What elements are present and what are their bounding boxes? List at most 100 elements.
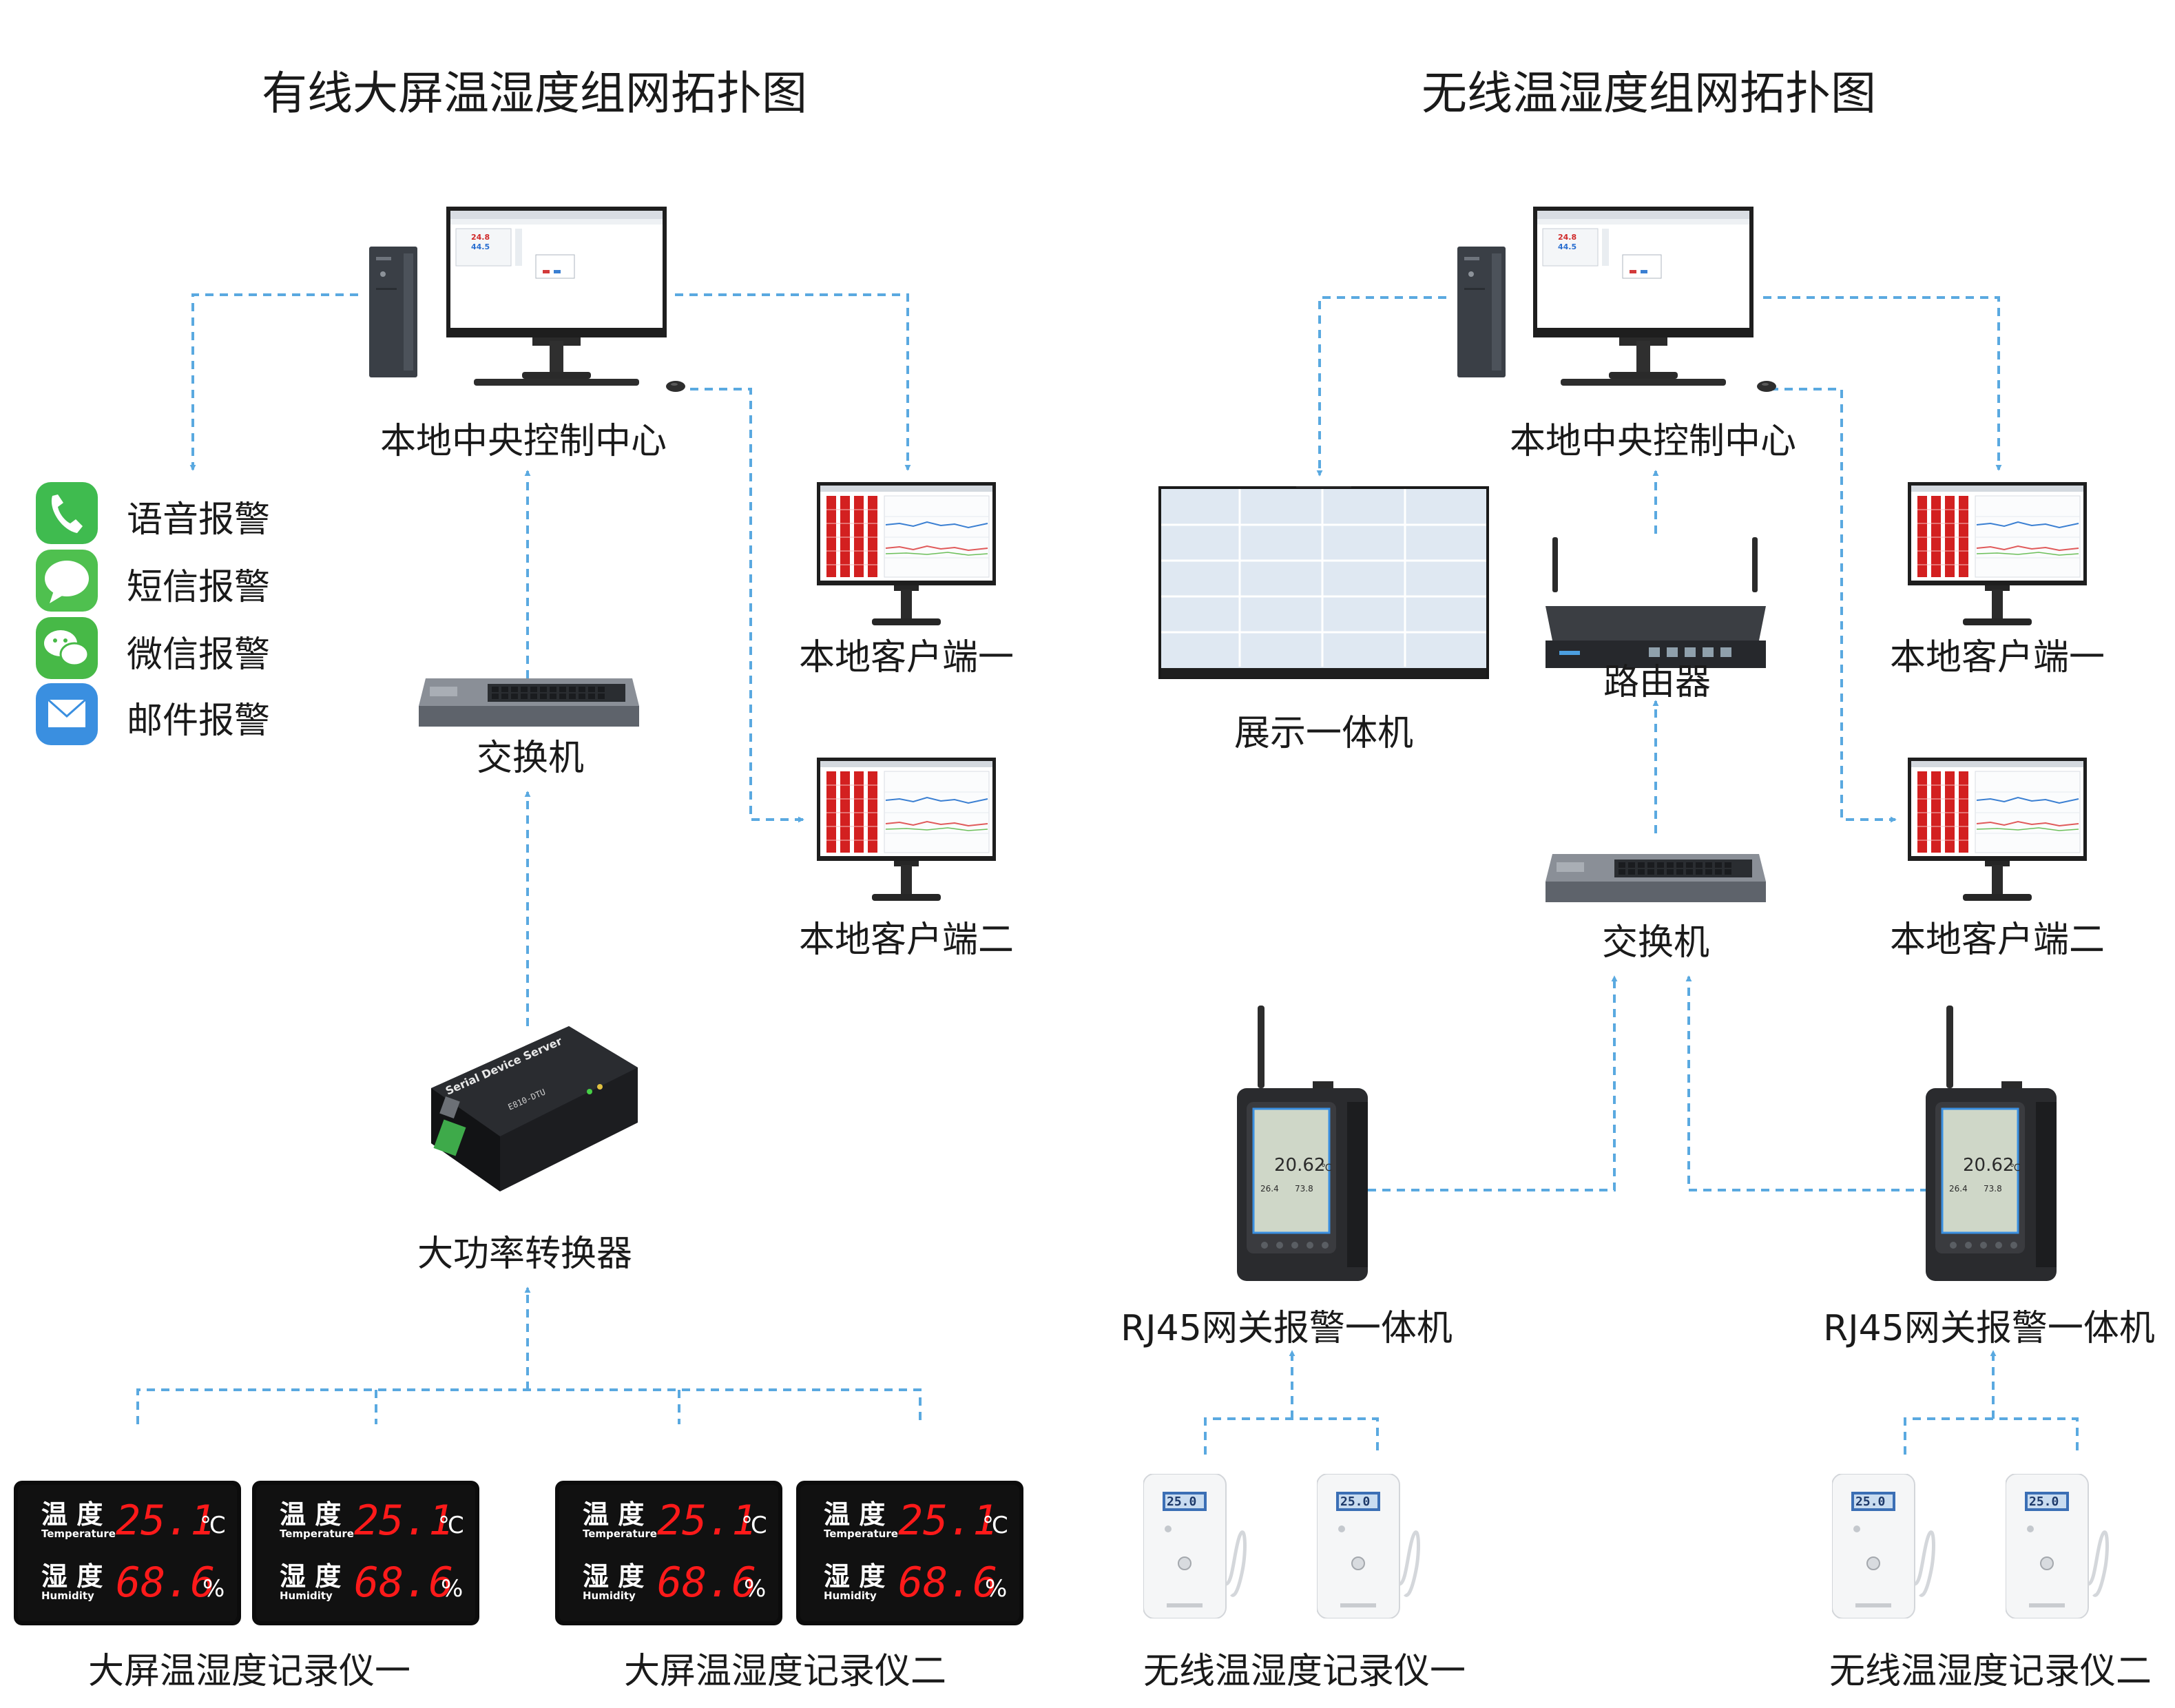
wechat-icon bbox=[36, 617, 98, 679]
label-gateway-2: RJ45网关报警一体机 bbox=[1823, 1308, 2155, 1349]
svg-text:25.1: 25.1 bbox=[657, 1497, 757, 1545]
gateway-device-2: 20.62 ℃ 26.4 73.8 bbox=[1926, 1006, 2058, 1282]
svg-text:25.0: 25.0 bbox=[2029, 1494, 2059, 1509]
svg-text:温 度: 温 度 bbox=[41, 1499, 103, 1530]
svg-text:Temperature: Temperature bbox=[824, 1528, 898, 1540]
wireless-sensor: 25.0 bbox=[1143, 1474, 1245, 1618]
svg-text:温 度: 温 度 bbox=[824, 1499, 885, 1530]
led-recorder: 温 度 Temperature 25.1 ℃ 湿 度 Humidity 68.6… bbox=[796, 1481, 1023, 1625]
svg-text:℃: ℃ bbox=[1321, 1163, 1332, 1174]
label-wechat-alarm: 微信报警 bbox=[127, 634, 271, 676]
svg-text:68.6: 68.6 bbox=[898, 1559, 998, 1607]
svg-text:℃: ℃ bbox=[741, 1512, 767, 1539]
label-converter: 大功率转换器 bbox=[417, 1233, 633, 1275]
label-w-client-1: 本地客户端一 bbox=[1889, 637, 2105, 678]
svg-text:湿 度: 湿 度 bbox=[280, 1561, 341, 1592]
label-switch-wireless: 交换机 bbox=[1601, 922, 1710, 964]
title-wired: 有线大屏温湿度组网拓扑图 bbox=[262, 67, 807, 120]
svg-text:温 度: 温 度 bbox=[280, 1499, 341, 1530]
label-sms-alarm: 短信报警 bbox=[127, 567, 271, 608]
mail-icon bbox=[36, 683, 98, 745]
monitor-hum: 44.5 bbox=[471, 242, 490, 251]
phone-icon bbox=[36, 482, 98, 544]
svg-text:温 度: 温 度 bbox=[583, 1499, 644, 1530]
label-central-control: 本地中央控制中心 bbox=[379, 421, 667, 462]
svg-text:℃: ℃ bbox=[438, 1512, 464, 1539]
svg-text:%: % bbox=[441, 1575, 463, 1603]
svg-text:湿 度: 湿 度 bbox=[583, 1561, 644, 1592]
svg-text:73.8: 73.8 bbox=[1295, 1184, 1313, 1194]
svg-text:25.1: 25.1 bbox=[354, 1497, 454, 1545]
line-center-to-alarms bbox=[189, 293, 358, 471]
line-center-to-client2 bbox=[690, 388, 804, 823]
monitor-temp: 24.8 bbox=[1558, 233, 1576, 242]
svg-text:20.62: 20.62 bbox=[1274, 1155, 1325, 1176]
svg-text:25.1: 25.1 bbox=[116, 1497, 216, 1545]
client-monitor-2 bbox=[817, 758, 996, 902]
sms-icon bbox=[36, 550, 98, 612]
wireless-sensor: 25.0 bbox=[2006, 1474, 2107, 1618]
svg-text:Humidity: Humidity bbox=[41, 1590, 94, 1602]
label-wireless-recorder-1: 无线温湿度记录仪一 bbox=[1143, 1651, 1466, 1692]
line-center-to-w-client1 bbox=[1763, 296, 2002, 471]
display-wall bbox=[1158, 486, 1489, 679]
svg-text:%: % bbox=[985, 1575, 1007, 1603]
svg-text:Humidity: Humidity bbox=[280, 1590, 333, 1602]
svg-text:68.6: 68.6 bbox=[354, 1559, 454, 1607]
svg-text:25.0: 25.0 bbox=[1340, 1494, 1370, 1509]
label-email-alarm: 邮件报警 bbox=[127, 700, 271, 742]
label-router: 路由器 bbox=[1603, 662, 1711, 703]
label-wireless-recorder-2: 无线温湿度记录仪二 bbox=[1829, 1651, 2152, 1692]
svg-text:湿 度: 湿 度 bbox=[824, 1561, 885, 1592]
wireless-sensor: 25.0 bbox=[1832, 1474, 1933, 1618]
led-recorder: 温 度 Temperature 25.1 ℃ 湿 度 Humidity 68.6… bbox=[252, 1481, 479, 1625]
svg-text:℃: ℃ bbox=[982, 1512, 1008, 1539]
label-client-1: 本地客户端一 bbox=[798, 637, 1014, 678]
monitor-hum: 44.5 bbox=[1558, 242, 1576, 251]
label-voice-alarm: 语音报警 bbox=[127, 499, 271, 541]
svg-text:Humidity: Humidity bbox=[583, 1590, 636, 1602]
label-switch: 交换机 bbox=[476, 738, 585, 779]
wireless-sensor: 25.0 bbox=[1317, 1474, 1418, 1618]
label-recorder-group-1: 大屏温湿度记录仪一 bbox=[87, 1651, 411, 1692]
client-monitor-w2 bbox=[1908, 758, 2087, 902]
svg-text:25.1: 25.1 bbox=[898, 1497, 998, 1545]
gateway-device-1: 20.62 ℃ 26.4 73.8 bbox=[1237, 1006, 1369, 1282]
svg-text:Temperature: Temperature bbox=[280, 1528, 354, 1540]
switch-device-wireless bbox=[1546, 854, 1766, 902]
svg-text:℃: ℃ bbox=[2010, 1163, 2021, 1174]
svg-text:26.4: 26.4 bbox=[1949, 1184, 1968, 1194]
svg-text:26.4: 26.4 bbox=[1260, 1184, 1279, 1194]
svg-text:%: % bbox=[744, 1575, 766, 1603]
svg-text:湿 度: 湿 度 bbox=[41, 1561, 103, 1592]
label-w-client-2: 本地客户端二 bbox=[1889, 919, 2105, 961]
svg-text:25.0: 25.0 bbox=[1855, 1494, 1885, 1509]
line-center-to-w-client2 bbox=[1770, 388, 1897, 823]
display-wall-grid bbox=[1161, 489, 1486, 667]
title-wireless: 无线温湿度组网拓扑图 bbox=[1422, 67, 1876, 120]
line-center-to-client1 bbox=[675, 293, 911, 471]
svg-text:25.0: 25.0 bbox=[1167, 1494, 1196, 1509]
svg-text:%: % bbox=[202, 1575, 225, 1603]
connector-lines bbox=[136, 293, 2079, 1455]
svg-text:Temperature: Temperature bbox=[41, 1528, 116, 1540]
client-monitor-1 bbox=[817, 482, 996, 626]
pc-tower bbox=[369, 247, 417, 377]
label-gateway-1: RJ45网关报警一体机 bbox=[1121, 1308, 1453, 1349]
svg-text:68.6: 68.6 bbox=[657, 1559, 757, 1607]
router-device bbox=[1546, 537, 1766, 668]
svg-text:Temperature: Temperature bbox=[583, 1528, 657, 1540]
led-recorder: 温 度 Temperature 25.1 ℃ 湿 度 Humidity 68.6… bbox=[555, 1481, 782, 1625]
label-recorder-group-2: 大屏温湿度记录仪二 bbox=[623, 1651, 947, 1692]
line-recorders-bus bbox=[136, 1388, 922, 1424]
svg-text:73.8: 73.8 bbox=[1984, 1184, 2002, 1194]
line-gateway1-to-switch bbox=[1368, 975, 1618, 1191]
svg-text:68.6: 68.6 bbox=[116, 1559, 216, 1607]
led-recorder: 温 度 Temperature 25.1 ℃ 湿 度 Humidity 68.6… bbox=[14, 1481, 241, 1625]
line-gateway2-to-switch bbox=[1685, 975, 1928, 1191]
label-central-control-wireless: 本地中央控制中心 bbox=[1509, 421, 1797, 462]
svg-text:℃: ℃ bbox=[200, 1512, 226, 1539]
mouse-icon bbox=[1757, 381, 1776, 392]
line-center-to-display bbox=[1316, 296, 1446, 477]
